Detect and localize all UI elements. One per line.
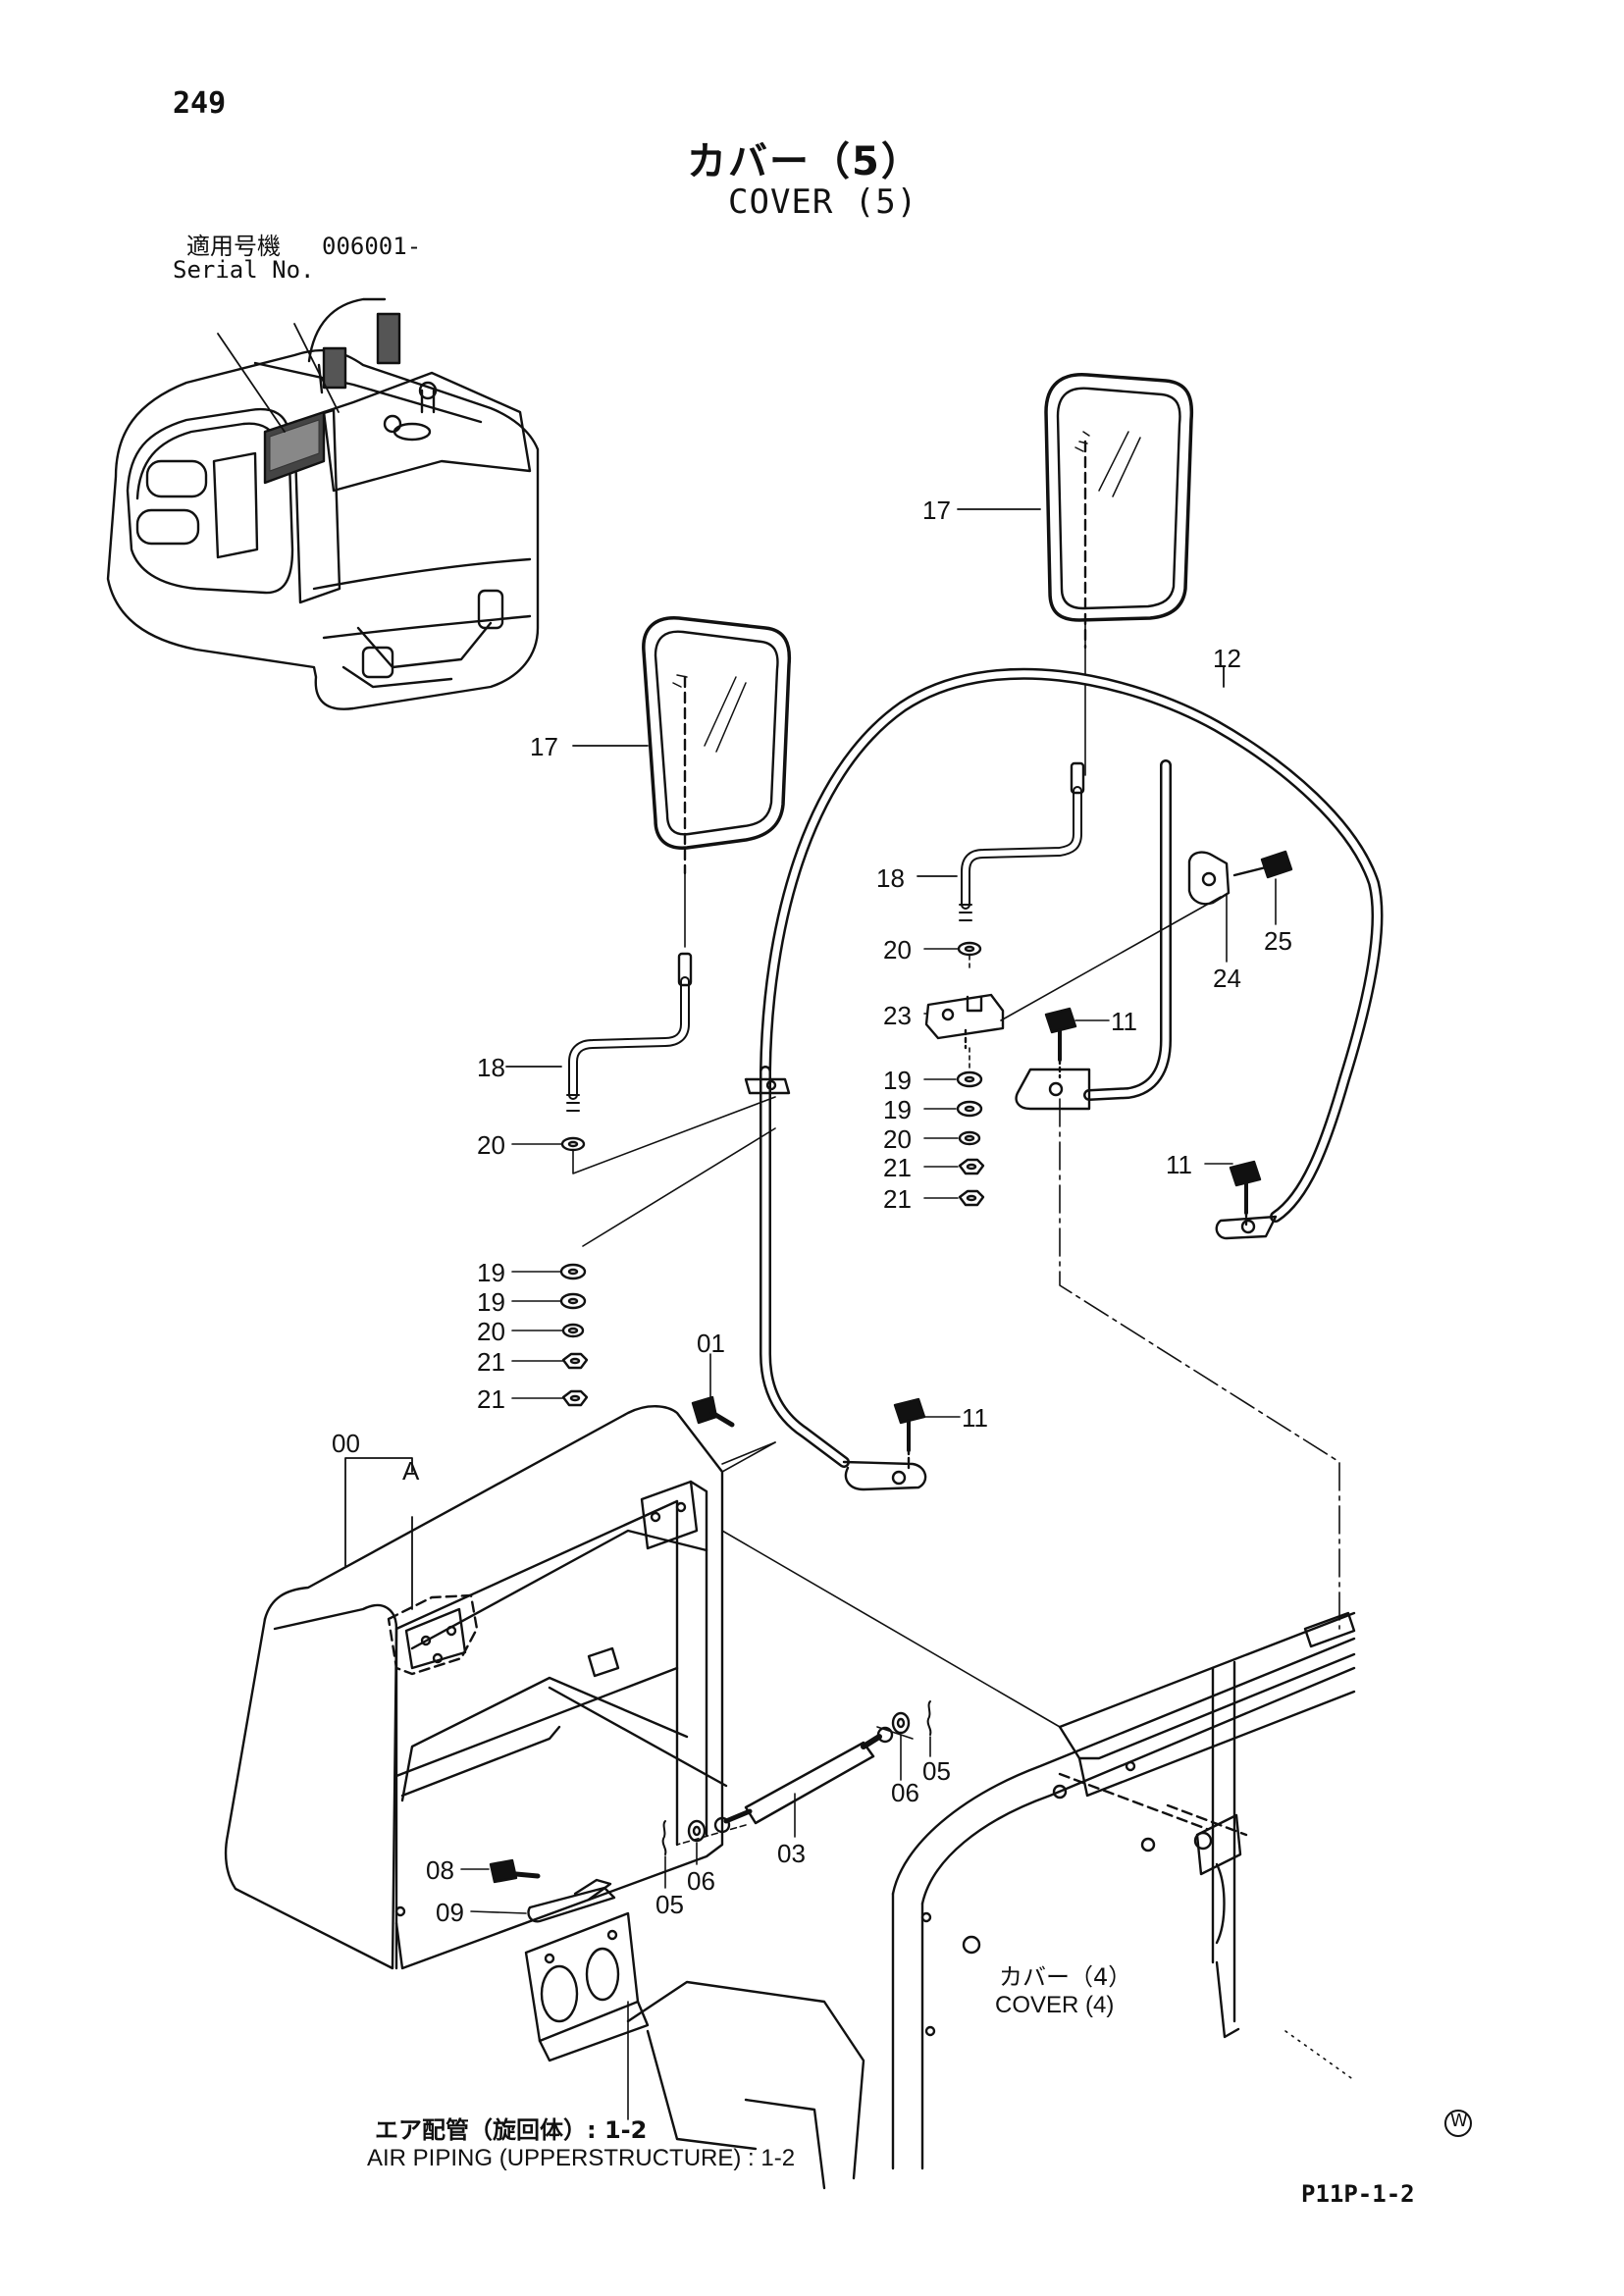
page-number: 249 [173,86,227,121]
leader-chain-left [722,1442,775,1464]
bolt-08 [461,1860,538,1882]
gas-spring-hardware [663,1701,931,1888]
callout-18-right: 18 [876,863,905,893]
bolt-25 [1234,852,1291,877]
callout-24: 24 [1213,964,1241,993]
callout-03: 03 [777,1839,806,1868]
leader-chain-right [1060,1099,1339,1629]
callout-21-left-1: 21 [477,1347,505,1377]
callout-09: 09 [436,1898,464,1927]
callout-21-right-2: 21 [883,1184,912,1214]
air-piping-ref-jp: エア配管（旋回体）: 1-2 [375,2116,648,2144]
callout-19-right-1: 19 [883,1066,912,1095]
striker-plate [526,1913,864,2188]
gas-spring [715,1727,913,1832]
leader-hinge [722,1531,1060,1727]
title-english: COVER (5) [728,183,918,222]
bolt-11-bottom [895,1399,960,1468]
callout-06-left: 06 [687,1866,715,1896]
callout-01: 01 [697,1329,725,1358]
callout-20-left-top: 20 [477,1130,505,1160]
callout-18-left: 18 [477,1053,505,1082]
stay-right [960,763,1083,920]
callout-23: 23 [883,1001,912,1030]
callout-21-left-2: 21 [477,1384,505,1414]
serial-label-jp: 適用号機 [186,233,281,260]
callout-A: A [402,1456,420,1486]
callout-11-bottom: 11 [962,1403,988,1433]
corner-symbol-letter: W [1450,2111,1468,2131]
leader-23-24 [1001,897,1221,1020]
hardware-stack-left [512,1097,775,1405]
machine-overview-thumbnail [108,299,538,709]
footer-code: P11P-1-2 [1301,2180,1415,2208]
callout-19-left-1: 19 [477,1258,505,1287]
callout-00: 00 [332,1429,360,1458]
cover-body [226,1406,726,1968]
callout-25: 25 [1264,926,1292,956]
clamp-24 [1189,853,1229,905]
bracket-00 [345,1458,412,1566]
mirror-right [1046,375,1191,775]
callout-17-left: 17 [530,732,558,761]
callout-05-right: 05 [922,1756,951,1786]
callout-11-right: 11 [1166,1150,1192,1179]
serial-label-en: Serial No. [173,256,315,284]
callout-08: 08 [426,1855,454,1885]
callout-21-right-1: 21 [883,1153,912,1182]
callout-12: 12 [1213,644,1241,673]
title-japanese: カバー（5） [687,139,922,184]
callout-20-right-2: 20 [883,1124,912,1154]
bolt-11-top [1046,1009,1109,1077]
callout-05-left: 05 [655,1890,684,1919]
hardware-stack-right [924,943,983,1205]
callout-17-right: 17 [922,496,951,525]
latch-09 [471,1880,614,1921]
callout-11-top: 11 [1111,1007,1137,1036]
cover-4-ref-en: COVER (4) [995,1992,1115,2018]
grab-bar [746,674,1377,1489]
cover-4-frame [893,1613,1354,2168]
air-piping-ref-en: AIR PIPING (UPPERSTRUCTURE) : 1-2 [367,2145,796,2171]
callout-20-left-2: 20 [477,1317,505,1346]
corner-circle-symbol [1445,2111,1471,2136]
cover-edge [722,1442,775,1472]
stay-left [567,954,691,1111]
callout-20-right-top: 20 [883,935,912,965]
cover-4-ref-jp: カバー（4） [999,1963,1132,1991]
bolt-01 [693,1354,732,1425]
callout-19-left-2: 19 [477,1287,505,1317]
callout-19-right-2: 19 [883,1095,912,1124]
bracket-23 [926,995,1003,1048]
bolt-11-right [1205,1162,1260,1226]
mirror-left [644,618,790,947]
callout-06-right: 06 [891,1778,919,1807]
serial-value: 006001- [322,233,422,260]
